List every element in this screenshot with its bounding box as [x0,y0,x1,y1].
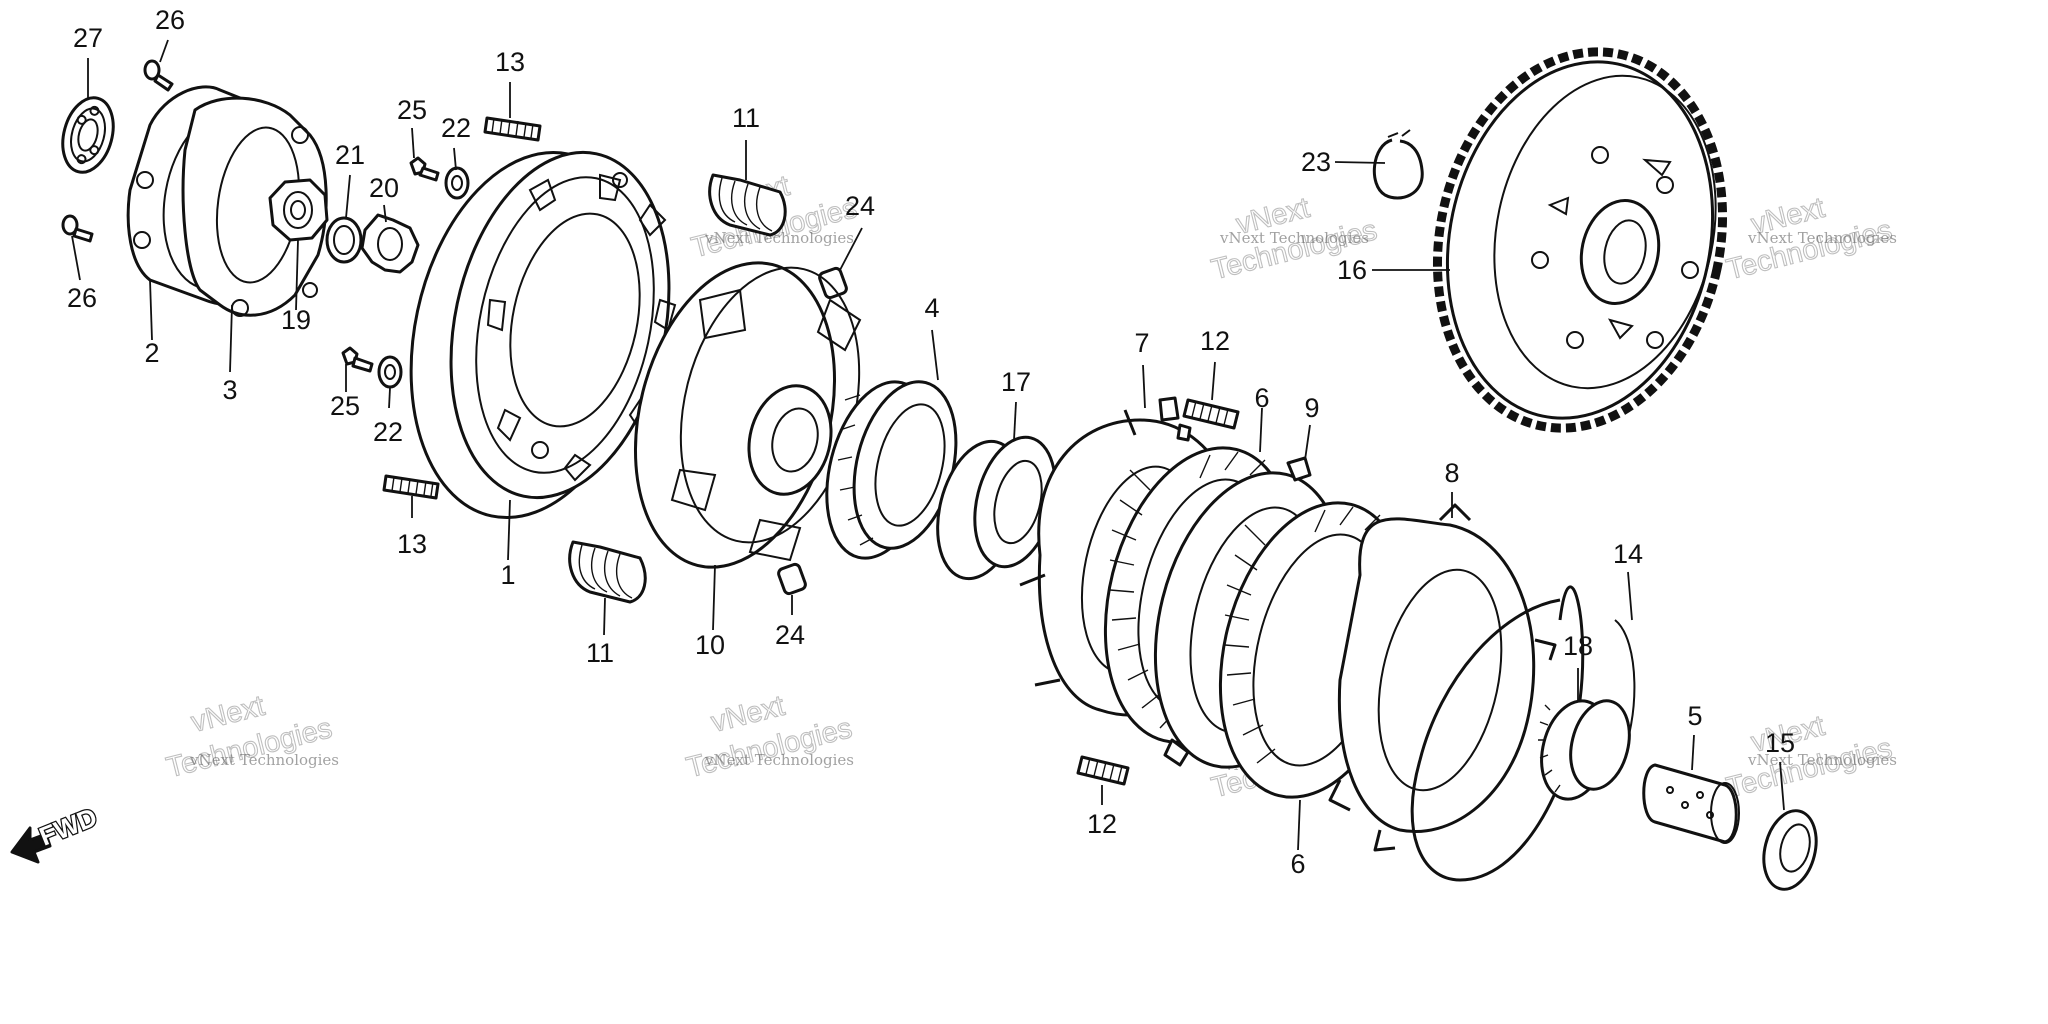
callout-26: 26 [155,5,185,35]
callout-9: 9 [1304,393,1319,423]
callout-20: 20 [369,173,399,203]
part-22-washer-top [444,166,470,200]
part-1-clutch-drum [409,150,677,520]
watermark-text: vNext Technologies [1747,751,1897,769]
callout-24: 24 [775,620,805,650]
callout-4: 4 [924,293,939,323]
part-24-pin-bottom [777,562,807,596]
callout-11: 11 [732,103,760,133]
part-11-spring-top [708,173,787,237]
leader-lines [71,39,1785,851]
part-15-washer [1762,809,1818,891]
watermark-text: vNext Technologies [704,229,854,247]
callout-11: 11 [586,638,614,668]
part-13-spring-bottom [382,474,440,500]
part-20-lock-washer [360,213,420,274]
part-26-screw-top [143,59,174,92]
callout-2: 2 [144,338,159,368]
part-10-clutch-center [633,261,882,569]
part-8-plate [1328,503,1557,852]
part-21-washer [325,216,363,264]
part-16-driven-gear [1432,47,1728,433]
part-25-bolt-bottom [341,346,374,373]
part-25-bolt-top [409,156,440,182]
part-5-bushing [1642,763,1740,844]
callout-15: 15 [1765,728,1795,758]
callout-12: 12 [1200,326,1230,356]
callout-27: 27 [73,23,103,53]
callout-labels: 27 26 26 2 3 19 21 20 25 22 13 25 22 13 … [67,5,1795,879]
callout-6: 6 [1254,383,1269,413]
callout-25: 25 [397,95,427,125]
callout-23: 23 [1301,147,1331,177]
callout-3: 3 [222,375,237,405]
callout-22: 22 [441,113,471,143]
callout-17: 17 [1001,367,1031,397]
part-12-spring-bottom [1076,755,1130,786]
watermark: vNext Technologies [1723,709,1896,804]
part-3-plate [181,96,328,317]
callout-24: 24 [845,191,875,221]
callout-16: 16 [1337,255,1367,285]
callout-13: 13 [397,529,427,559]
callout-1: 1 [500,560,515,590]
part-22-washer-bottom [377,355,403,389]
part-12-spring-top [1182,398,1240,430]
watermark-text: vNext Technologies [1747,229,1897,247]
fwd-arrow-icon: FWD [10,800,102,864]
part-11-spring-bottom [568,540,647,604]
callout-13: 13 [495,47,525,77]
part-26-screw-bottom [61,214,94,243]
callout-26: 26 [67,283,97,313]
callout-5: 5 [1687,701,1702,731]
callout-12: 12 [1087,809,1117,839]
callout-7: 7 [1134,328,1149,358]
callout-14: 14 [1613,539,1643,569]
watermark-text: vNext Technologies [1219,229,1369,247]
part-23-snap-ring [1372,129,1424,200]
part-17-outer-race [936,435,1057,581]
part-24-pin-top [818,266,848,300]
callout-8: 8 [1444,458,1459,488]
callout-18: 18 [1563,631,1593,661]
watermark-text: vNext Technologies [704,751,854,769]
part-4-one-way-clutch [825,380,958,560]
callout-21: 21 [335,140,365,170]
watermark-text: vNext Technologies [189,751,339,769]
callout-22: 22 [373,417,403,447]
callout-25: 25 [330,391,360,421]
part-18-gear [1538,699,1631,801]
part-19-nut [268,178,329,242]
fwd-label: FWD [35,802,101,852]
callout-10: 10 [695,630,725,660]
callout-6: 6 [1290,849,1305,879]
callout-19: 19 [281,305,311,335]
part-13-spring-top [483,116,542,142]
part-27-bearing [61,96,115,174]
